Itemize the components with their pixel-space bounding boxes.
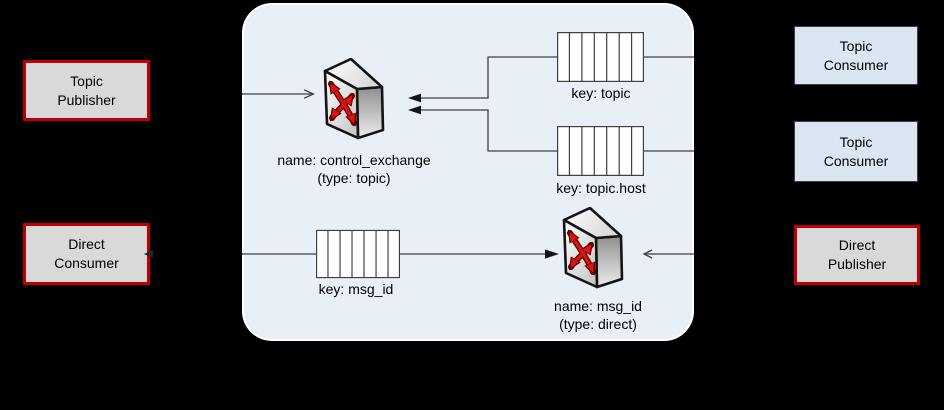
topic-publisher-box: Topic Publisher [23, 60, 150, 121]
box-label-line: Consumer [54, 255, 119, 271]
box-label-line: Topic [70, 72, 103, 89]
direct-publisher-box: Direct Publisher [794, 225, 920, 285]
box-label-line: Topic [839, 133, 873, 150]
topic-consumer-box-1: Topic Consumer [794, 26, 918, 85]
direct-consumer-box: Direct Consumer [23, 223, 150, 285]
topic-consumer-box-2: Topic Consumer [794, 121, 918, 182]
box-label-line: Publisher [827, 256, 887, 272]
box-label-line: Consumer [823, 56, 889, 73]
box-label-line: Publisher [57, 91, 116, 108]
message-broker-panel [242, 3, 694, 341]
box-label-line: Consumer [823, 152, 889, 169]
box-label-line: Direct [838, 237, 876, 253]
box-label-line: Direct [68, 236, 105, 252]
box-label-line: Topic [839, 37, 873, 54]
